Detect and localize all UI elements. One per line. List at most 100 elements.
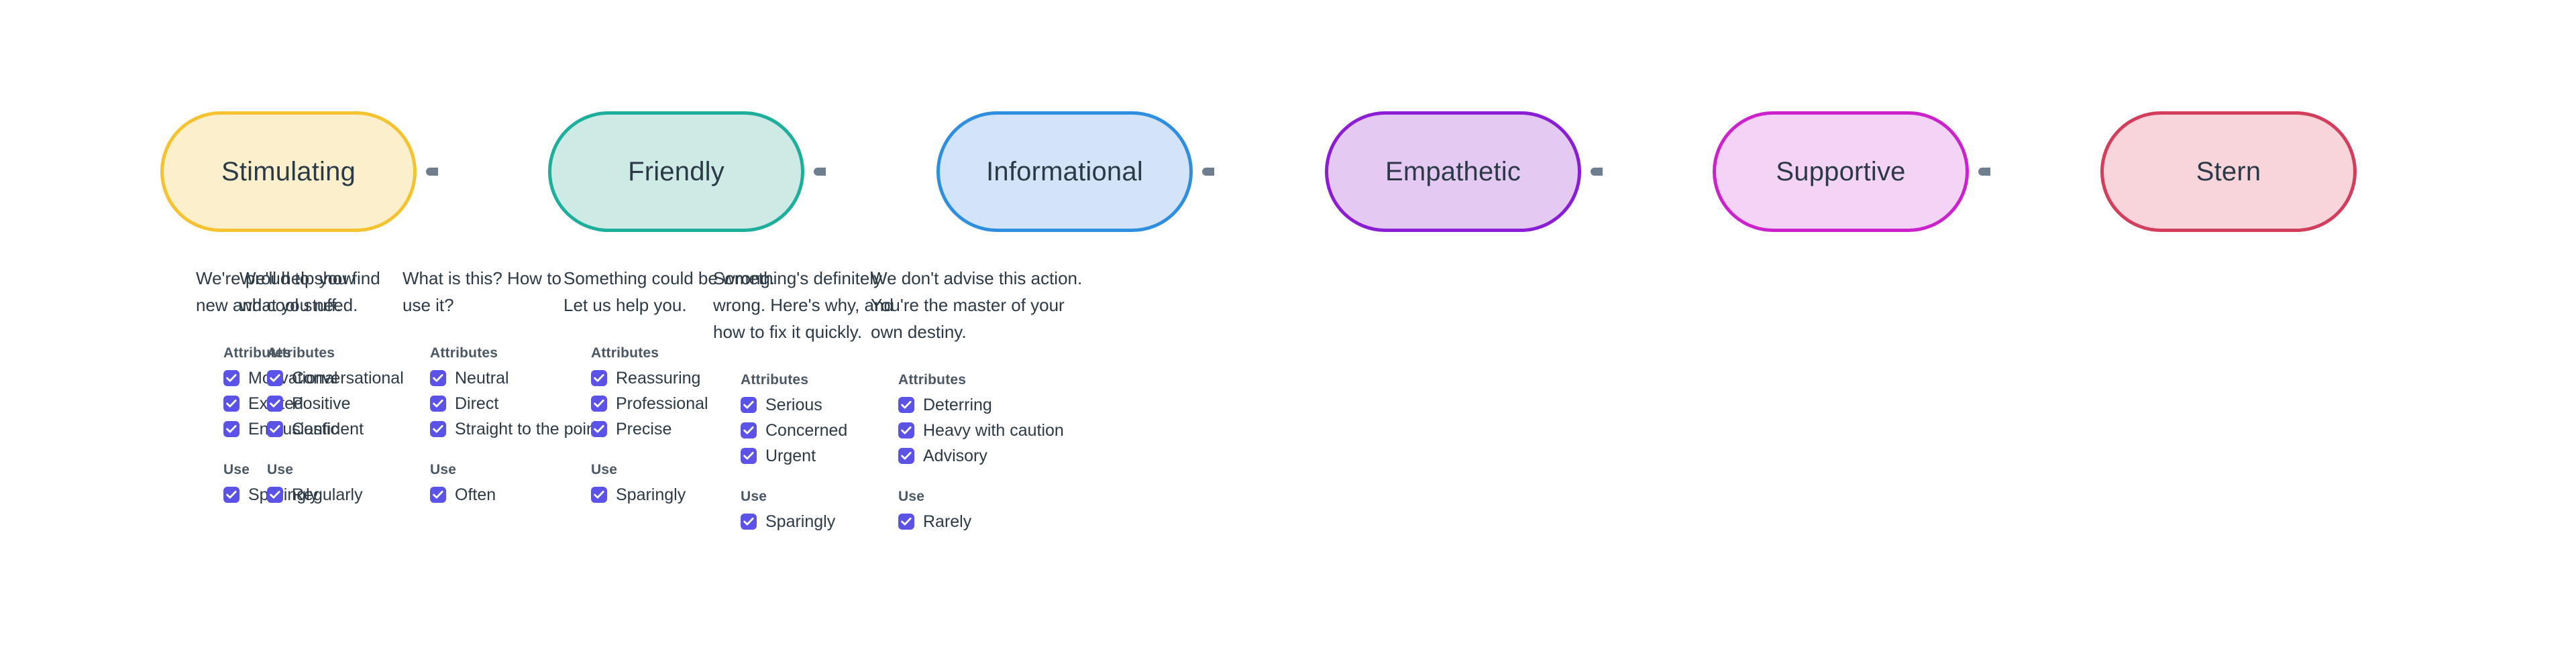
use-check-item[interactable]: Often: [430, 482, 751, 508]
attribute-check-item[interactable]: Precise: [591, 416, 912, 442]
attributes-heading: Attributes: [898, 372, 967, 388]
checkbox-checked-icon[interactable]: [591, 421, 607, 437]
checkbox-checked-icon[interactable]: [430, 487, 446, 503]
checkbox-checked-icon[interactable]: [223, 396, 239, 412]
attribute-check-item[interactable]: Motivational: [223, 365, 545, 391]
attribute-check-item[interactable]: Enthusiastic: [223, 416, 545, 442]
tone-pill-stimulating[interactable]: Stimulating: [160, 111, 417, 232]
attribute-check-item[interactable]: Professional: [591, 391, 912, 416]
checkbox-checked-icon[interactable]: [741, 397, 757, 413]
use-check-item[interactable]: Sparingly: [741, 509, 1062, 534]
use-check-item[interactable]: Sparingly: [591, 482, 912, 508]
check-item-label: Deterring: [923, 395, 992, 414]
checkbox-checked-icon[interactable]: [898, 514, 914, 530]
check-item-label: Concerned: [765, 420, 848, 440]
check-item-label: Sparingly: [616, 485, 686, 504]
attributes-heading: Attributes: [741, 372, 809, 388]
tone-column-stern: We don't advise this action. You're the …: [871, 265, 1220, 534]
checkbox-checked-icon[interactable]: [741, 514, 757, 530]
checkbox-checked-icon[interactable]: [223, 487, 239, 503]
use-check-item[interactable]: Regularly: [267, 482, 588, 508]
checkbox-checked-icon[interactable]: [430, 396, 446, 412]
attribute-check-item[interactable]: Positive: [267, 391, 588, 416]
checkbox-checked-icon[interactable]: [741, 422, 757, 438]
checkbox-checked-icon[interactable]: [223, 370, 239, 386]
use-check-item[interactable]: Sparingly: [223, 482, 545, 508]
tone-description: Something could be wrong. Let us help yo…: [564, 268, 775, 315]
checkbox-checked-icon[interactable]: [898, 448, 914, 464]
tone-pill-supportive[interactable]: Supportive: [1713, 111, 1969, 232]
checkbox-checked-icon[interactable]: [591, 487, 607, 503]
tone-pill-informational[interactable]: Informational: [936, 111, 1193, 232]
check-item-label: Conversational: [292, 368, 404, 388]
attribute-check-item[interactable]: Advisory: [898, 443, 1220, 469]
check-item-label: Reassuring: [616, 368, 701, 388]
tone-pill-label: Supportive: [1776, 157, 1906, 186]
checkbox-checked-icon[interactable]: [223, 421, 239, 437]
connector-dashed-line: [804, 168, 936, 176]
use-heading: Use: [267, 462, 294, 477]
attribute-check-item[interactable]: Heavy with caution: [898, 418, 1220, 443]
checkbox-checked-icon[interactable]: [430, 370, 446, 386]
attribute-check-item[interactable]: Neutral: [430, 365, 751, 391]
attribute-check-item[interactable]: Conversational: [267, 365, 588, 391]
connector-dashed-line: [1581, 168, 1713, 176]
check-item-label: Serious: [765, 395, 822, 414]
checkbox-checked-icon[interactable]: [267, 370, 283, 386]
tone-pill-row: Stimulating Friendly Informational Empathet…: [160, 111, 2357, 232]
attribute-check-item[interactable]: Direct: [430, 391, 751, 416]
tone-pill-label: Informational: [986, 157, 1143, 186]
attributes-heading: Attributes: [430, 345, 498, 361]
tone-pill-friendly[interactable]: Friendly: [548, 111, 804, 232]
checkbox-checked-icon[interactable]: [898, 422, 914, 438]
attributes-group: AttributesMotivationalExcitedEnthusiasti…: [223, 345, 545, 442]
connector-dashed-line: [1969, 168, 2100, 176]
attribute-check-item[interactable]: Straight to the point: [430, 416, 751, 442]
checkbox-checked-icon[interactable]: [591, 370, 607, 386]
checkbox-checked-icon[interactable]: [591, 396, 607, 412]
checkbox-checked-icon[interactable]: [741, 448, 757, 464]
tone-pill-empathetic[interactable]: Empathetic: [1325, 111, 1581, 232]
tone-pill-label: Stimulating: [221, 157, 356, 186]
connector-dashed-line: [417, 168, 548, 176]
check-item-label: Direct: [455, 394, 499, 413]
checkbox-checked-icon[interactable]: [898, 397, 914, 413]
connector-dash: [1269, 168, 1291, 176]
tone-pill-label: Stern: [2196, 157, 2261, 186]
use-heading: Use: [223, 462, 250, 477]
tone-pill-stern[interactable]: Stern: [2100, 111, 2357, 232]
connector-dash: [847, 168, 869, 176]
attribute-check-item[interactable]: Serious: [741, 392, 1062, 418]
connector-dash: [493, 168, 515, 176]
tone-column-supportive: Something's definitely wrong. Here's why…: [713, 265, 1062, 534]
attribute-check-item[interactable]: Reassuring: [591, 365, 912, 391]
checkbox-checked-icon[interactable]: [267, 487, 283, 503]
tone-description: We're proud to show new and cool stuff.: [196, 268, 356, 315]
check-item-label: Enthusiastic: [248, 419, 339, 438]
connector-dash: [426, 168, 447, 176]
attribute-check-item[interactable]: Concerned: [741, 418, 1062, 443]
attribute-check-item[interactable]: Urgent: [741, 443, 1062, 469]
tone-description: Something's definitely wrong. Here's why…: [713, 268, 894, 342]
check-item-label: Rarely: [923, 512, 972, 531]
check-item-label: Urgent: [765, 446, 816, 465]
attributes-heading: Attributes: [223, 345, 292, 361]
attribute-check-item[interactable]: Confident: [267, 416, 588, 442]
attribute-check-item[interactable]: Deterring: [898, 392, 1220, 418]
checkbox-checked-icon[interactable]: [267, 396, 283, 412]
checkbox-checked-icon[interactable]: [267, 421, 283, 437]
checkbox-checked-icon[interactable]: [430, 421, 446, 437]
connector-dash: [814, 168, 835, 176]
use-check-item[interactable]: Rarely: [898, 509, 1220, 534]
check-item-label: Confident: [292, 419, 364, 438]
